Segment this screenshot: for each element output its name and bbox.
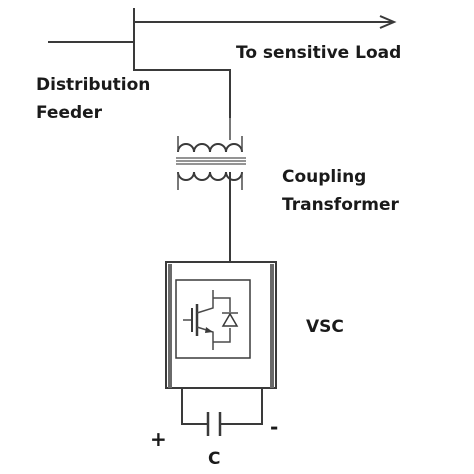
diode-icon [213, 297, 239, 343]
transformer-label-line2: Transformer [282, 195, 400, 215]
capacitor-label: C [208, 449, 220, 469]
vsc-label: VSC [306, 317, 344, 337]
load-arrow-head [379, 15, 397, 29]
injection-wire [133, 62, 231, 118]
dc-wire-right [220, 388, 263, 425]
feeder-label-line2: Feeder [36, 103, 103, 123]
igbt-icon [183, 290, 214, 350]
positive-terminal-label: + [150, 427, 167, 451]
primary-winding [177, 143, 243, 153]
negative-terminal-label: - [270, 415, 278, 439]
load-label: To sensitive Load [236, 43, 401, 63]
feeder-label-line1: Distribution [36, 75, 150, 95]
secondary-winding [177, 171, 243, 181]
dc-wire-left [181, 388, 208, 425]
transformer-label-line1: Coupling [282, 167, 366, 187]
